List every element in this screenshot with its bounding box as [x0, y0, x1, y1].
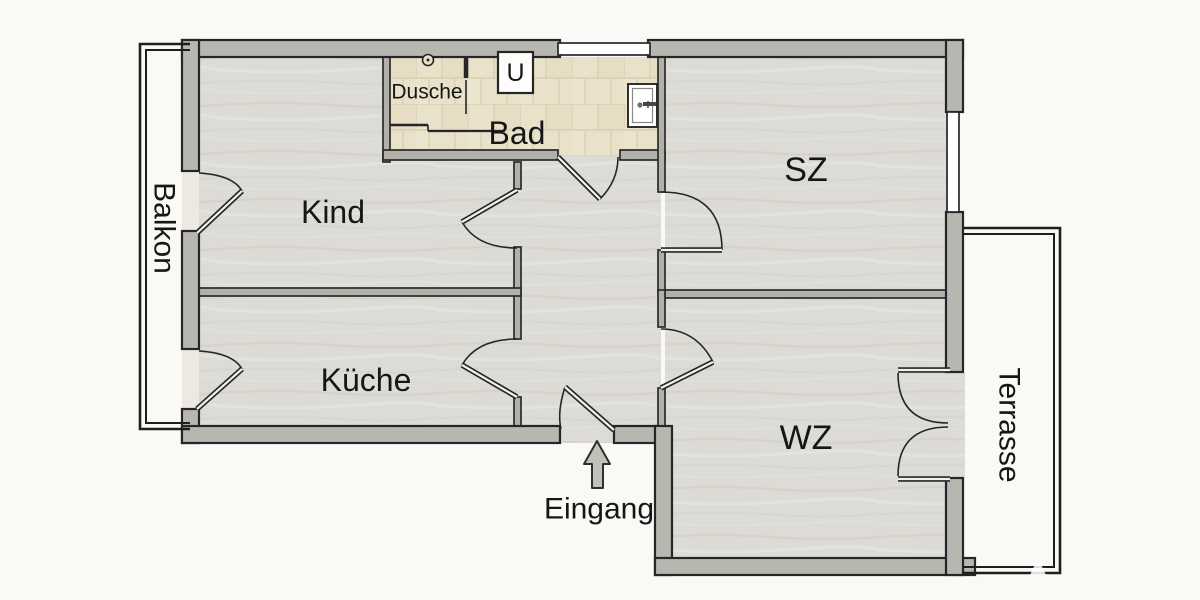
windows — [557, 42, 960, 213]
room-terrasse-label: Terrasse — [993, 367, 1026, 482]
terrace-outline — [963, 226, 1062, 575]
kind-door — [460, 187, 519, 249]
entrance-corner-wall — [612, 424, 660, 445]
kueche-door — [460, 338, 519, 400]
labels: Balkon Kind Küche Dusche Bad SZ WZ Terra… — [148, 81, 1026, 526]
outer-walls — [180, 38, 977, 577]
bad-window — [557, 42, 651, 56]
room-wz-floor — [665, 296, 948, 558]
floors — [182, 57, 965, 558]
balcony-outline — [138, 42, 190, 431]
right-wall-upper — [944, 38, 965, 114]
hall-left-wall-upper — [513, 161, 522, 190]
bad-left-wall — [382, 56, 391, 163]
room-dusche-label: Dusche — [391, 81, 462, 104]
watermark-icon — [1030, 558, 1046, 575]
bad-right-wall — [657, 56, 666, 193]
bad-door — [556, 155, 619, 201]
sz-wz-divider-wall — [664, 289, 949, 299]
interior-walls — [198, 56, 949, 427]
wz-upper-stub — [657, 289, 666, 328]
washing-machine-label: U — [506, 59, 524, 87]
sz-window — [946, 111, 960, 213]
shower-head-icon — [421, 53, 435, 67]
kind-kueche-divider-wall — [198, 287, 522, 297]
room-wz-label: WZ — [780, 419, 833, 457]
room-balkon-label: Balkon — [148, 182, 181, 274]
bottom-wall-left — [180, 424, 562, 445]
entrance-arrow-icon — [583, 440, 611, 489]
left-wall-upper — [180, 38, 201, 173]
sink-icon — [627, 83, 658, 128]
balcony-door-threshold-kind — [182, 171, 199, 232]
right-wall-mid — [944, 210, 965, 374]
room-sz-label: SZ — [784, 151, 827, 189]
entrance-door — [558, 384, 616, 433]
right-wall-lower — [944, 476, 965, 577]
sz-door — [660, 191, 723, 253]
room-kueche-label: Küche — [321, 362, 412, 398]
entrance-label: Eingang — [544, 493, 654, 526]
top-wall-right — [646, 38, 965, 59]
washing-machine: U — [496, 50, 535, 95]
room-bad-label: Bad — [489, 115, 546, 151]
terrace-door-threshold — [944, 373, 965, 477]
wz-lower-stub — [657, 387, 666, 427]
kueche-balcony-door — [195, 350, 244, 412]
left-wall-mid — [180, 229, 201, 351]
kind-balcony-door — [195, 172, 244, 236]
wz-left-wall — [653, 424, 674, 577]
bad-bottom-wall — [382, 149, 559, 161]
entrance-threshold — [558, 426, 616, 443]
washing-machine-box — [496, 50, 535, 95]
sz-door-stub — [657, 249, 666, 293]
balcony-door-threshold-kueche — [182, 349, 199, 410]
hall-left-wall-lower — [513, 396, 522, 427]
room-kind-label: Kind — [301, 194, 365, 230]
shower-partition — [390, 57, 505, 133]
wz-door — [659, 328, 715, 391]
bottom-wall-right — [653, 556, 977, 577]
terrace-french-door — [897, 367, 950, 482]
